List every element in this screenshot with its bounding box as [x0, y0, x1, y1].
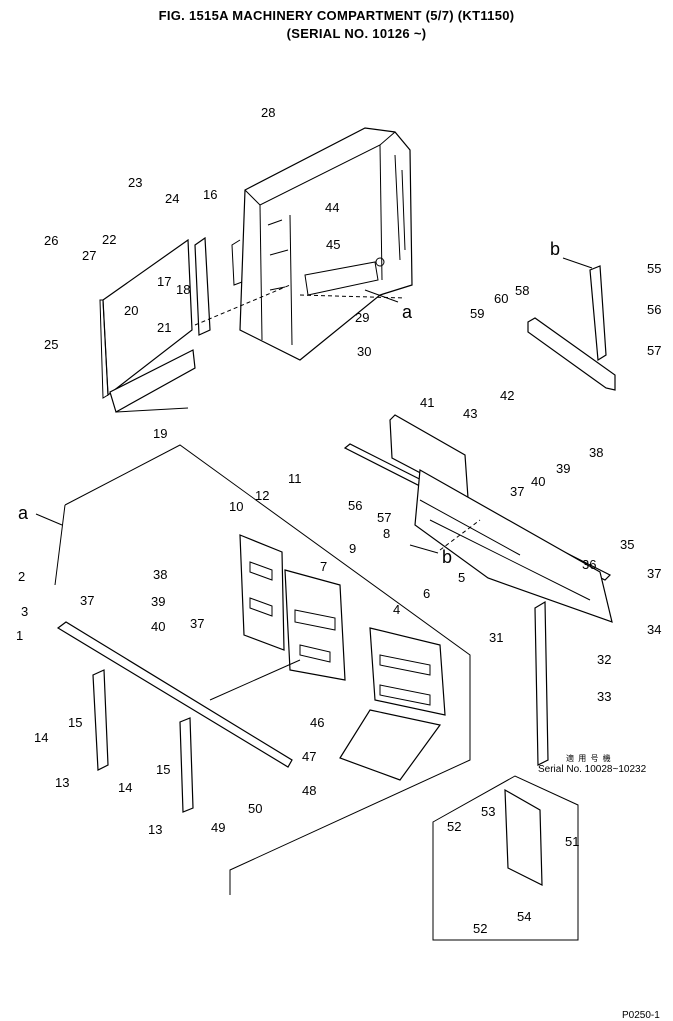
- part-number-label: 48: [302, 783, 316, 798]
- part-number-label: 10: [229, 499, 243, 514]
- part-number-label: 12: [255, 488, 269, 503]
- part-number-label: 38: [589, 445, 603, 460]
- part-number-label: 30: [357, 344, 371, 359]
- center-panel-part-10: [239, 534, 446, 781]
- part-number-label: 56: [348, 498, 362, 513]
- part-number-label: 25: [44, 337, 58, 352]
- part-number-label: 26: [44, 233, 58, 248]
- part-number-label: 50: [248, 801, 262, 816]
- part-number-label: 37: [190, 616, 204, 631]
- part-number-label: 59: [470, 306, 484, 321]
- part-number-label: 57: [647, 343, 661, 358]
- part-number-label: 54: [517, 909, 531, 924]
- part-number-label: 40: [531, 474, 545, 489]
- inset-detail-box: [432, 775, 579, 941]
- arrow-icon: [562, 257, 593, 269]
- part-number-label: 1: [16, 628, 23, 643]
- part-number-label: 44: [325, 200, 339, 215]
- part-number-label: 22: [102, 232, 116, 247]
- part-number-label: 31: [489, 630, 503, 645]
- side-post-part-31: [534, 600, 549, 766]
- part-number-label: 8: [383, 526, 390, 541]
- part-number-label: 3: [21, 604, 28, 619]
- part-number-label: 42: [500, 388, 514, 403]
- part-number-label: 4: [393, 602, 400, 617]
- view-marker-b: b: [442, 547, 452, 567]
- part-number-label: 28: [261, 105, 275, 120]
- part-number-labels: 28 23 24 16 26 27 22 44 45 17 18 20 21 2…: [16, 105, 661, 936]
- drawing-code: P0250-1: [622, 1010, 660, 1021]
- part-number-label: 19: [153, 426, 167, 441]
- arrow-icon: [35, 513, 63, 526]
- part-number-label: 39: [556, 461, 570, 476]
- part-number-label: 7: [320, 559, 327, 574]
- part-number-label: 53: [481, 804, 495, 819]
- part-number-label: 14: [34, 730, 48, 745]
- phantom-outline: [54, 284, 481, 895]
- part-number-label: 14: [118, 780, 132, 795]
- part-number-label: 38: [153, 567, 167, 582]
- part-number-label: 37: [80, 593, 94, 608]
- part-number-label: 60: [494, 291, 508, 306]
- part-number-label: 37: [510, 484, 524, 499]
- machinery-frame-part-28: [231, 127, 413, 361]
- figure-title: FIG. 1515A MACHINERY COMPARTMENT (5/7) (…: [158, 8, 515, 23]
- part-number-label: 21: [157, 320, 171, 335]
- part-number-label: 17: [157, 274, 171, 289]
- part-number-label: 16: [203, 187, 217, 202]
- part-number-label: 15: [68, 715, 82, 730]
- part-number-label: 24: [165, 191, 179, 206]
- view-markers: a b a b: [18, 239, 593, 567]
- part-number-label: 41: [420, 395, 434, 410]
- part-number-label: 27: [82, 248, 96, 263]
- part-number-label: 32: [597, 652, 611, 667]
- part-number-label: 35: [620, 537, 634, 552]
- part-number-label: 18: [176, 282, 190, 297]
- part-number-label: 2: [18, 569, 25, 584]
- part-number-label: 39: [151, 594, 165, 609]
- part-number-label: 58: [515, 283, 529, 298]
- part-number-label: 34: [647, 622, 661, 637]
- view-marker-a: a: [402, 302, 413, 322]
- left-panel-part-22: [99, 236, 211, 413]
- part-number-label: 52: [473, 921, 487, 936]
- figure-subtitle: (SERIAL NO. 10126 ~): [286, 26, 427, 41]
- right-rail-part-55: [527, 265, 616, 391]
- arrow-icon: [409, 544, 439, 554]
- part-number-label: 49: [211, 820, 225, 835]
- part-number-label: 20: [124, 303, 138, 318]
- part-number-label: 56: [647, 302, 661, 317]
- upper-plate-part-41: [343, 414, 613, 623]
- applicability-heading: 適 用 号 機: [566, 754, 612, 763]
- part-number-label: 37: [647, 566, 661, 581]
- view-marker-b: b: [550, 239, 560, 259]
- part-number-label: 40: [151, 619, 165, 634]
- part-number-label: 51: [565, 834, 579, 849]
- applicability-serial: Serial No. 10028~10232: [538, 764, 647, 775]
- part-number-label: 52: [447, 819, 461, 834]
- part-number-label: 5: [458, 570, 465, 585]
- part-number-label: 46: [310, 715, 324, 730]
- lower-rail-part-1: [56, 621, 293, 813]
- part-number-label: 13: [55, 775, 69, 790]
- part-number-label: 36: [582, 557, 596, 572]
- part-number-label: 6: [423, 586, 430, 601]
- part-number-label: 23: [128, 175, 142, 190]
- part-number-label: 55: [647, 261, 661, 276]
- part-number-label: 33: [597, 689, 611, 704]
- part-number-label: 15: [156, 762, 170, 777]
- part-number-label: 9: [349, 541, 356, 556]
- part-number-label: 57: [377, 510, 391, 525]
- arrow-icon: [364, 289, 399, 303]
- part-number-label: 45: [326, 237, 340, 252]
- part-number-label: 43: [463, 406, 477, 421]
- part-number-label: 29: [355, 310, 369, 325]
- part-number-label: 11: [288, 471, 302, 486]
- part-number-label: 47: [302, 749, 316, 764]
- part-number-label: 13: [148, 822, 162, 837]
- view-marker-a: a: [18, 503, 29, 523]
